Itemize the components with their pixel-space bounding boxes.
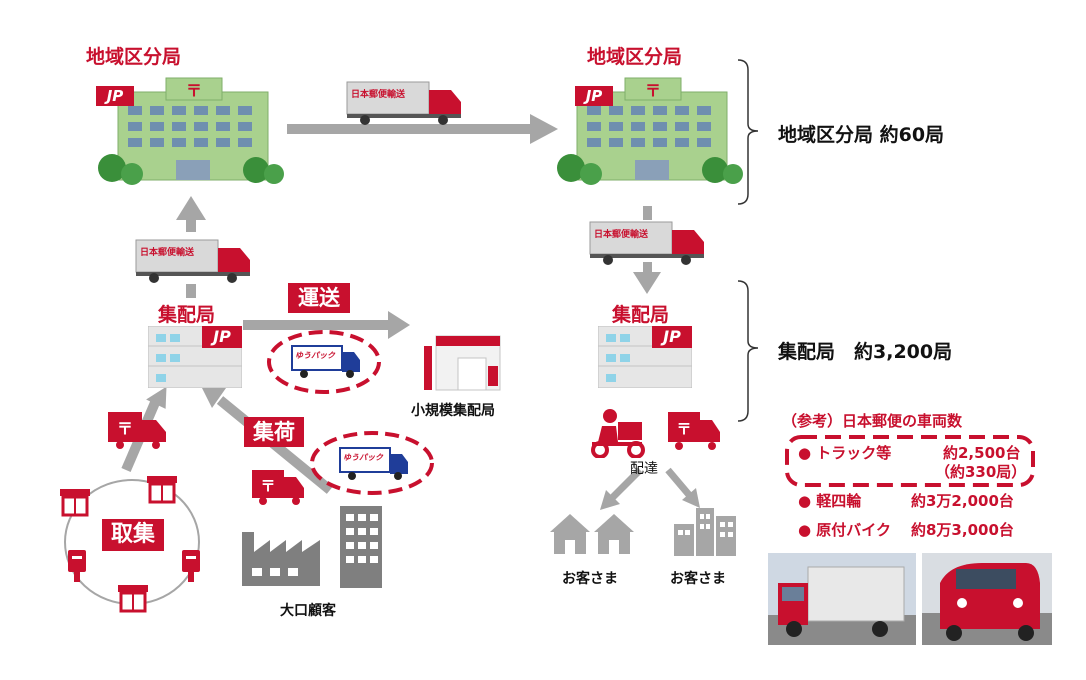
- customer-left-label: お客さま: [562, 571, 618, 587]
- arrow-delivery-to-regional: [176, 196, 206, 298]
- house-icon: [550, 514, 634, 554]
- regional-count-label: 地域区分局 約60局: [778, 124, 945, 146]
- yupack-oval-pickup: [310, 431, 434, 495]
- mailbox-icon: [118, 585, 148, 613]
- reference-item-sub: （約330局）: [935, 463, 1027, 481]
- truck-icon: 日本郵便輸送: [134, 236, 254, 288]
- jp-logo-icon: JP: [202, 326, 242, 348]
- transport-label: 運送: [288, 283, 350, 313]
- arrow-transport: [243, 311, 410, 339]
- truck-icon: 〒: [668, 412, 720, 450]
- delivery-left-label: 集配局: [158, 304, 216, 326]
- reference-item-count: 約2,500台: [943, 444, 1021, 462]
- customer-right-label: お客さま: [670, 571, 726, 587]
- regional-left-label: 地域区分局: [86, 46, 182, 68]
- arrow-delivery-customers: [600, 467, 700, 510]
- truck-icon: 日本郵便輸送: [345, 78, 465, 130]
- large-client-label: 大口顧客: [280, 603, 336, 619]
- svg-text:〒: 〒: [645, 81, 661, 100]
- tower-building-icon: [340, 506, 382, 588]
- reference-title: （参考）日本郵便の車両数: [782, 412, 963, 430]
- arrow-regional-to-delivery: [633, 206, 661, 294]
- mailbox-icon: [68, 550, 86, 582]
- scooter-icon: [591, 409, 645, 458]
- photo-truck: [768, 553, 916, 645]
- factory-icon: [242, 532, 320, 586]
- delivery-right-label: 集配局: [612, 304, 670, 326]
- small-office-label: 小規模集配局: [411, 403, 495, 419]
- delivery-action-label: 配達: [630, 461, 658, 477]
- yupack-text: ゆうパック: [295, 351, 335, 360]
- reference-item-name: ● トラック等: [798, 444, 892, 462]
- yupack-truck-icon: ゆうパック: [338, 446, 410, 486]
- collection-label: 取集: [102, 519, 164, 551]
- svg-text:〒: 〒: [676, 420, 691, 438]
- truck-icon: 日本郵便輸送: [588, 218, 708, 270]
- mailbox-icon: [182, 550, 200, 582]
- building-icon: 〒: [557, 77, 743, 185]
- yupack-oval-transport: [267, 330, 381, 394]
- bracket-delivery: [737, 280, 759, 422]
- reference-item-count: 約3万2,000台: [911, 492, 1014, 510]
- arrow-regional-to-regional: [287, 114, 558, 144]
- truck-label: 日本郵便輸送: [594, 230, 649, 240]
- yupack-text: ゆうパック: [343, 453, 383, 462]
- photo-van: [922, 553, 1052, 645]
- truck-label: 日本郵便輸送: [351, 90, 406, 100]
- reference-truck-box: [785, 435, 1035, 487]
- svg-text:〒: 〒: [186, 81, 202, 100]
- jp-logo-icon: JP: [652, 326, 692, 348]
- reference-item-name: ● 軽四輪: [798, 492, 862, 510]
- jp-logo-icon: JP: [96, 86, 134, 106]
- mailbox-icon: [147, 476, 177, 504]
- jp-logo-icon: JP: [575, 86, 613, 106]
- truck-label: 日本郵便輸送: [140, 248, 195, 258]
- truck-icon: 〒: [108, 412, 166, 449]
- mailbox-icon: [60, 489, 90, 517]
- reference-item-count: 約8万3,000台: [911, 521, 1014, 539]
- delivery-count-label: 集配局 約3,200局: [778, 341, 953, 363]
- truck-icon: 〒: [252, 470, 304, 505]
- reference-item-name: ● 原付バイク: [798, 521, 892, 539]
- bracket-regional: [737, 59, 759, 205]
- yupack-truck-icon: ゆうパック: [290, 344, 362, 384]
- city-buildings-icon: [674, 508, 736, 556]
- post-office-icon: [424, 335, 501, 391]
- building-icon: 〒: [98, 77, 284, 185]
- regional-right-label: 地域区分局: [587, 46, 683, 68]
- pickup-label: 集荷: [244, 417, 304, 447]
- svg-text:〒: 〒: [260, 477, 275, 495]
- svg-text:〒: 〒: [117, 419, 133, 438]
